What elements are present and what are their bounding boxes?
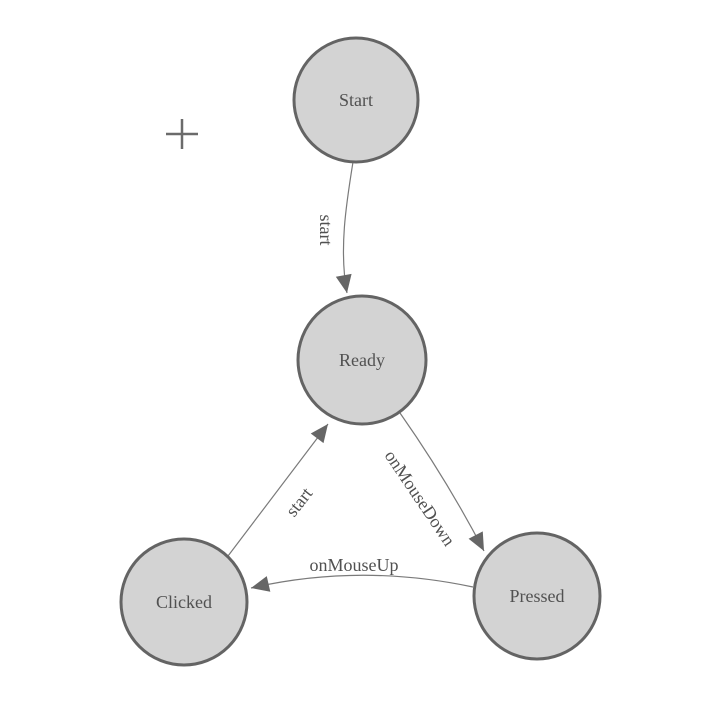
node-pressed-label: Pressed	[510, 586, 565, 606]
node-start[interactable]: Start	[292, 36, 420, 164]
edge-label-onmouseup: onMouseUp	[310, 555, 399, 575]
node-ready-circle[interactable]	[296, 294, 428, 426]
edge-start-to-ready[interactable]: start	[316, 161, 354, 294]
node-start-circle[interactable]	[292, 36, 420, 164]
edge-pressed-to-clicked[interactable]: onMouseUp	[250, 555, 474, 592]
edge-line-start-to-ready[interactable]	[335, 161, 354, 294]
edge-label-start-2: start	[282, 484, 317, 521]
crosshair-icon	[166, 119, 198, 149]
edge-label-start: start	[316, 215, 336, 246]
edge-label-onmousedown: onMouseDown	[381, 446, 460, 549]
node-pressed-circle[interactable]	[472, 531, 602, 661]
node-clicked-label: Clicked	[156, 592, 212, 612]
edge-ready-to-pressed[interactable]: onMouseDown	[381, 412, 485, 552]
node-ready[interactable]: Ready	[296, 294, 428, 426]
node-start-label: Start	[339, 90, 373, 110]
edge-clicked-to-ready[interactable]: start	[227, 423, 329, 557]
edge-line-ready-to-pressed[interactable]	[399, 412, 485, 552]
node-clicked[interactable]: Clicked	[119, 537, 249, 667]
node-clicked-circle[interactable]	[119, 537, 249, 667]
edge-line-clicked-to-ready[interactable]	[227, 423, 329, 557]
node-ready-label: Ready	[339, 350, 385, 370]
edge-line-pressed-to-clicked[interactable]	[250, 574, 474, 592]
node-pressed[interactable]: Pressed	[472, 531, 602, 661]
